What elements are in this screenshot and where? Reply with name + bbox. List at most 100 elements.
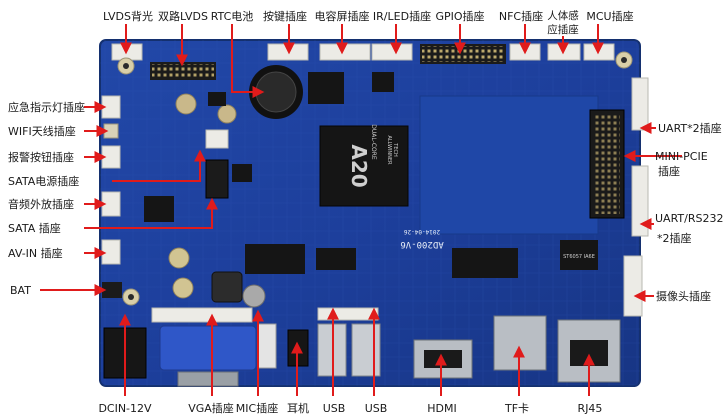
- vga-connector: [159, 325, 257, 371]
- a20-soc: DUAL-CORE A20 ALLWINNER TECH: [319, 124, 409, 207]
- bat-connector: [102, 282, 122, 298]
- ic-chip: [208, 92, 226, 106]
- left-connector-column: [101, 95, 122, 298]
- rtc-battery-holder: [249, 65, 303, 119]
- sata-connector: [205, 159, 229, 199]
- label-av-in: AV-IN 插座: [8, 246, 63, 260]
- label-tf-card: TF卡: [504, 402, 529, 415]
- wifi-antenna-connector: [103, 123, 119, 139]
- label-gpio: GPIO插座: [435, 9, 484, 23]
- circuit-board: ST6057 IA6E DUAL-CORE A20 ALLWINNER TECH: [99, 39, 649, 387]
- a20-soc-package: [319, 125, 409, 207]
- vga-header-white: [151, 307, 253, 323]
- hdmi-port: [413, 339, 473, 379]
- uart2-connector: [631, 77, 649, 131]
- label-lvds-backlight: LVDS背光: [103, 9, 153, 23]
- mini-pcie-slot: [589, 109, 625, 219]
- usb-port-2: [351, 323, 381, 377]
- capacitor: [168, 247, 190, 269]
- emergency-light-connector: [101, 95, 121, 119]
- label-uart-rs232-line2: *2插座: [657, 231, 692, 245]
- mounting-hole: [128, 294, 134, 300]
- left-labels: 应急指示灯插座 WIFI天线插座 报警按钮插座 SATA电源插座 音频外放插座 …: [8, 100, 85, 297]
- soc-brand-label: DUAL-CORE: [370, 124, 377, 160]
- capacitor: [217, 104, 237, 124]
- bottom-labels: DCIN-12V VGA插座 MIC插座 耳机 USB USB HDMI TF卡…: [98, 401, 602, 415]
- capacitor: [242, 284, 266, 308]
- ic-chip: [372, 72, 394, 92]
- audio-amp-connector: [101, 191, 121, 217]
- top-labels: LVDS背光 双路LVDS RTC电池 按键插座 电容屏插座 IR/LED插座 …: [103, 9, 634, 36]
- cap-screen-connector: [319, 43, 371, 61]
- right-labels: UART*2插座 MINI-PCIE 插座 UART/RS232 *2插座 摄像…: [655, 121, 723, 303]
- label-earphone: 耳机: [287, 401, 309, 415]
- label-body-sensor-line1: 人体感: [547, 9, 579, 22]
- av-in-connector: [101, 239, 121, 265]
- power-inductor: [211, 271, 243, 303]
- dual-lvds-pins: [152, 64, 214, 78]
- uart-rs232-connector: [631, 165, 649, 237]
- capacitor: [172, 277, 194, 299]
- label-uart2: UART*2插座: [658, 121, 722, 135]
- callout-arrows: [40, 24, 682, 396]
- ic-chip: [144, 196, 174, 222]
- ic-chip: [560, 240, 598, 270]
- arrow-sata-power: [112, 149, 206, 182]
- board-date-label: 2014-04-26: [404, 228, 441, 235]
- label-ir-led: IR/LED插座: [373, 9, 431, 23]
- camera-connector: [623, 255, 643, 317]
- flash-area: [419, 95, 599, 235]
- arrow-sata: [84, 197, 218, 229]
- label-sata-power: SATA电源插座: [8, 174, 79, 188]
- chip-code-label: ST6057 IA6E: [563, 254, 595, 260]
- soc-tech-label: TECH: [392, 142, 398, 157]
- ic-chip: [232, 164, 252, 182]
- label-dcin: DCIN-12V: [98, 402, 152, 415]
- alarm-button-connector: [101, 145, 121, 169]
- mic-connector: [257, 323, 277, 369]
- label-bat: BAT: [10, 284, 31, 297]
- support-chips: ST6057 IA6E: [144, 72, 598, 318]
- label-emergency-light: 应急指示灯插座: [8, 100, 85, 114]
- label-rtc-battery: RTC电池: [211, 10, 254, 23]
- label-dual-lvds: 双路LVDS: [158, 10, 208, 23]
- label-wifi-antenna: WIFI天线插座: [8, 124, 76, 138]
- label-sata: SATA 插座: [8, 221, 61, 235]
- label-vga: VGA插座: [188, 401, 234, 415]
- label-camera: 摄像头插座: [656, 289, 711, 303]
- label-hdmi: HDMI: [427, 402, 456, 415]
- label-mini-pcie-line1: MINI-PCIE: [655, 150, 708, 163]
- soc-name-label: A20: [347, 144, 371, 187]
- capacitor: [175, 93, 197, 115]
- ir-led-connector: [371, 43, 413, 61]
- label-usb-1: USB: [323, 402, 346, 415]
- ic-chip: [316, 248, 356, 270]
- label-key-socket: 按键插座: [263, 9, 307, 23]
- gpio-header-pins: [422, 46, 504, 62]
- mini-pcie-slot-pins: [594, 114, 620, 214]
- label-uart-rs232-line1: UART/RS232: [655, 212, 723, 225]
- soc-maker-label: ALLWINNER: [386, 135, 392, 165]
- label-usb-2: USB: [365, 402, 388, 415]
- label-mini-pcie-line2: 插座: [658, 164, 680, 178]
- bottom-connector-row: [103, 307, 621, 387]
- vga-port-metal: [177, 371, 239, 387]
- hdmi-port-inner: [424, 350, 462, 368]
- label-alarm-button: 报警按钮插座: [8, 150, 74, 164]
- mounting-hole: [621, 57, 627, 63]
- mounting-hole: [123, 63, 129, 69]
- label-mic: MIC插座: [236, 401, 278, 415]
- sata-power-connector: [205, 129, 229, 149]
- label-cap-screen: 电容屏插座: [315, 9, 370, 23]
- label-rj45: RJ45: [578, 402, 603, 415]
- label-nfc: NFC插座: [499, 9, 543, 23]
- label-body-sensor-line2: 应插座: [547, 23, 579, 36]
- ic-chip: [452, 248, 518, 278]
- board-model-label: AD200-V6: [400, 239, 443, 249]
- ic-chip: [245, 244, 305, 274]
- label-mcu: MCU插座: [586, 9, 633, 23]
- ic-chip: [308, 72, 344, 104]
- label-audio-amp: 音频外放插座: [8, 197, 74, 211]
- usb-white-header: [317, 307, 379, 321]
